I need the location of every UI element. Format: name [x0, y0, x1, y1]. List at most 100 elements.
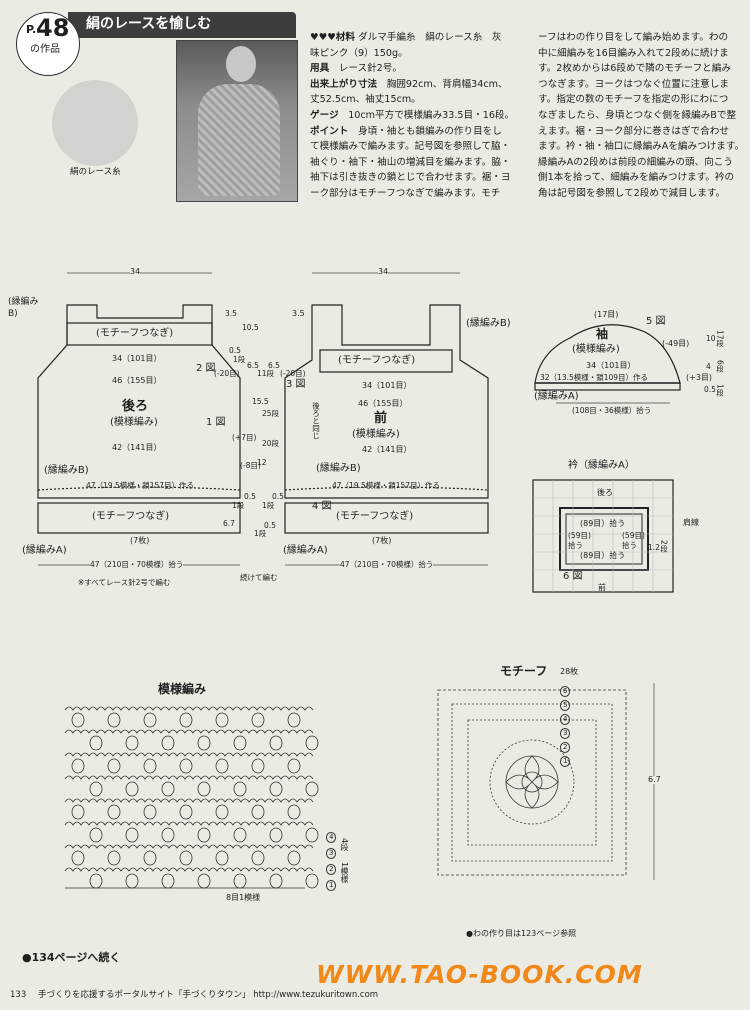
row-number: 6	[560, 686, 571, 697]
row-number: 4	[326, 832, 337, 843]
stitch-shell	[305, 873, 319, 889]
row-number: 4	[560, 714, 571, 725]
front-hem-label: (モチーフつなぎ)	[336, 511, 414, 522]
pattern-stitch-title: 模様編み	[158, 682, 207, 696]
stitch-shell	[215, 850, 229, 866]
dimension-label: 6.5	[247, 361, 259, 370]
collar-title: 衿（縁編みA）	[568, 460, 635, 471]
instruction-line: ます。衿・袖・袖口に縁編みAを編みつけます。	[538, 141, 745, 153]
front-border-a-label: (縁編みA)	[283, 545, 328, 556]
dimension-label: 3.5	[225, 309, 237, 318]
fig-5-label: 5 図	[646, 316, 666, 327]
sleeve-title: 袖	[596, 327, 609, 341]
front-body-outline	[284, 304, 489, 499]
dimension-label: 20段	[262, 439, 280, 448]
instruction-line: えます。裾・ヨーク部分に巻きはぎで合わせ	[538, 125, 729, 137]
stitch-shell	[107, 712, 121, 728]
pattern-stitch-repeat: 8目1模様	[226, 893, 261, 902]
stitch-shell	[287, 712, 301, 728]
instruction-line: なぎましたら、身頃とつなぐ側を縁編みBで整	[538, 109, 737, 121]
stitch-shell	[233, 873, 247, 889]
stitch-shell	[71, 850, 85, 866]
dimension-label: 0.5	[229, 346, 241, 355]
sleeve-top-count: (17目)	[594, 310, 619, 319]
stitch-shell	[143, 758, 157, 774]
motif-size: 6.7	[648, 775, 661, 784]
back-hem-motif	[37, 502, 241, 534]
yarn-sample-image	[52, 80, 138, 166]
stitch-shell	[233, 735, 247, 751]
pattern-stitch-chart	[64, 706, 319, 889]
row-number: 2	[326, 864, 337, 875]
stitch-row	[64, 844, 314, 849]
stitch-row	[64, 706, 314, 711]
front-title: 前	[374, 411, 388, 426]
collar-pick-right-word: 拾う	[622, 541, 637, 550]
stitch-shell	[71, 804, 85, 820]
instructions-block: ーフはわの作り目をして編み始めます。わの中に細編みを16目編み入れて2段めに続け…	[538, 30, 748, 202]
materials-block: ♥♥♥材料 ダルマ手編糸 絹のレース糸 灰 味ピンク（9）150g。 用具 レー…	[310, 32, 515, 199]
badge-number: 48	[36, 14, 70, 42]
collar-front-label: 前	[598, 583, 606, 592]
instruction-line: 側1本を拾って、細編みを編みつけます。衿の	[538, 172, 735, 184]
sleeve-chain-count: 32（13.5模様・鎖109目）作る	[540, 373, 649, 382]
stitch-shell	[233, 827, 247, 843]
stitch-shell	[143, 804, 157, 820]
stitch-shell	[125, 827, 139, 843]
sleeve-pattern-label: (模様編み)	[572, 344, 620, 355]
back-pattern-label: (模様編み)	[110, 417, 158, 428]
sleeve-border-a-label: (縁編みA)	[534, 391, 579, 402]
stitch-shell	[233, 781, 247, 797]
stitch-shell	[161, 781, 175, 797]
stitch-row	[64, 821, 314, 826]
row-number: 5	[560, 700, 571, 711]
dimension-label: 0.5	[272, 492, 284, 501]
dimension-label: 12	[257, 458, 267, 467]
stitch-shell	[269, 827, 283, 843]
sleeve-lower-rows: 6段	[715, 360, 725, 373]
stitch-shell	[305, 827, 319, 843]
portal-footer: 手づくりを応援するポータルサイト「手づくりタウン」 http://www.tez…	[38, 990, 379, 1000]
front-upper-width: 46（155目）	[358, 399, 408, 408]
sleeve-width: 34（101目）	[586, 361, 636, 370]
back-border-a-label: (縁編みA)	[22, 545, 67, 556]
collar-pick-left: (59目)	[568, 531, 591, 540]
sleeve-increase: (+3目)	[686, 373, 713, 382]
collar-grid	[532, 479, 674, 593]
page-number: 133	[10, 990, 27, 1000]
stitch-shell	[287, 850, 301, 866]
front-width: 34	[378, 267, 389, 276]
motif-chart	[437, 689, 627, 876]
stitch-row	[64, 752, 314, 757]
back-chain-count: 47（19.5模様・鎖157目）作る	[86, 481, 195, 490]
title-bar	[68, 12, 296, 38]
front-motif-count: (7枚)	[372, 536, 392, 545]
dimension-label: 25段	[262, 409, 280, 418]
stitch-shell	[161, 827, 175, 843]
sleeve-outline	[534, 324, 681, 384]
instruction-line: ーフはわの作り目をして編み始めます。わの	[538, 32, 729, 43]
dimension-label: 0.5	[244, 492, 256, 501]
model-top-shape	[198, 84, 280, 196]
stitch-shell	[251, 712, 265, 728]
sleeve-pickup: (108目・36模様）拾う	[572, 406, 652, 415]
back-pickup: 47（210目・70模様）拾う	[90, 560, 184, 569]
stitch-shell	[143, 850, 157, 866]
back-yoke-motif	[66, 322, 213, 346]
pattern-repeat-unit: 1模様	[340, 862, 349, 884]
front-side-note: 後ろと同じ	[311, 402, 321, 440]
front-yoke-motif	[319, 349, 453, 373]
stitch-shell	[251, 758, 265, 774]
stitch-shell	[287, 758, 301, 774]
sleeve-lower-cm: 4	[706, 362, 711, 371]
front-body-width: 42（141目）	[362, 445, 412, 454]
stitch-shell	[107, 804, 121, 820]
hook-note: ※すべてレース針2号で編む	[78, 578, 171, 587]
stitch-shell	[107, 850, 121, 866]
dimension-label: 11段	[257, 369, 275, 378]
stitch-shell	[125, 735, 139, 751]
front-yoke-width: 34（101目）	[362, 381, 412, 390]
stitch-shell	[197, 873, 211, 889]
